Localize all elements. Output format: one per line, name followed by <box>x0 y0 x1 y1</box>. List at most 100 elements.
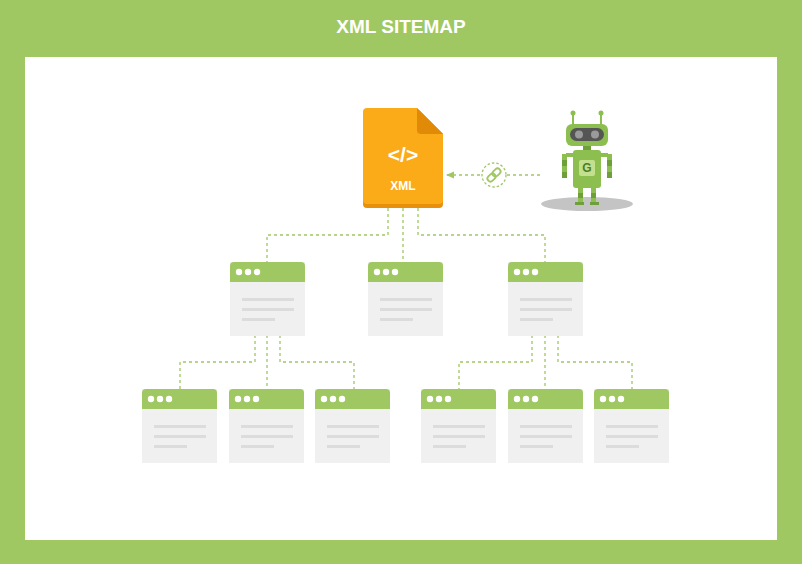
tree-line <box>459 335 532 389</box>
title: XML SITEMAP <box>0 16 802 38</box>
page-header <box>594 389 669 409</box>
tree-line <box>402 208 403 262</box>
robot-foot <box>590 202 599 205</box>
window-dot <box>392 269 398 275</box>
text-line <box>327 445 360 448</box>
window-dot <box>532 269 538 275</box>
window-dot <box>514 396 520 402</box>
text-line <box>520 445 553 448</box>
text-line <box>242 298 294 301</box>
chain-link <box>491 167 502 178</box>
white-panel <box>25 57 777 540</box>
text-line <box>520 425 572 428</box>
text-line <box>433 435 485 438</box>
robot-leg-segment <box>578 188 583 193</box>
robot-eye <box>591 131 599 139</box>
text-line <box>241 445 274 448</box>
tree-line <box>180 335 255 389</box>
text-line <box>241 425 293 428</box>
code-symbol: </> <box>363 144 443 165</box>
window-dot <box>374 269 380 275</box>
robot-body <box>573 150 601 188</box>
window-dot <box>148 396 154 402</box>
text-line <box>154 445 187 448</box>
page-header <box>229 389 304 409</box>
window-dot <box>609 396 615 402</box>
text-line <box>242 318 275 321</box>
window-dot <box>245 269 251 275</box>
page-body <box>142 389 217 463</box>
window-dot <box>235 396 241 402</box>
robot-arm-segment <box>607 166 612 172</box>
robot-head <box>566 124 608 146</box>
window-dot <box>427 396 433 402</box>
web-page <box>508 389 583 463</box>
window-dot <box>254 269 260 275</box>
text-line <box>380 298 432 301</box>
crawler-robot: G <box>540 110 634 212</box>
web-page <box>229 389 304 463</box>
robot-arm-segment <box>562 160 567 166</box>
window-dot <box>618 396 624 402</box>
window-dot <box>523 396 529 402</box>
tree-line <box>544 335 545 389</box>
web-page <box>368 262 443 336</box>
page-body <box>508 262 583 336</box>
antenna <box>572 114 574 125</box>
page-header <box>508 389 583 409</box>
window-dot <box>383 269 389 275</box>
window-dot <box>166 396 172 402</box>
robot-arm-segment <box>562 166 567 172</box>
web-page <box>315 389 390 463</box>
page-body <box>368 262 443 336</box>
text-line <box>380 308 432 311</box>
file-fold <box>417 108 443 134</box>
window-dot <box>445 396 451 402</box>
tree-line <box>266 335 267 389</box>
window-dot <box>532 396 538 402</box>
robot-shadow <box>541 197 633 211</box>
robot-arm-segment <box>607 160 612 166</box>
robot-arm-segment <box>607 172 612 178</box>
tree-lines <box>180 208 632 389</box>
page-body <box>229 389 304 463</box>
window-dot <box>339 396 345 402</box>
text-line <box>433 425 485 428</box>
window-dot <box>157 396 163 402</box>
robot-badge <box>579 160 595 176</box>
page-body <box>421 389 496 463</box>
window-dot <box>600 396 606 402</box>
xml-file: </> XML <box>363 108 443 208</box>
robot-arm-segment <box>562 172 567 178</box>
file-label: XML <box>363 180 443 192</box>
web-page <box>594 389 669 463</box>
antenna-ball <box>599 111 604 116</box>
robot-eye <box>575 131 583 139</box>
web-page <box>421 389 496 463</box>
window-dot <box>321 396 327 402</box>
text-line <box>380 318 413 321</box>
text-line <box>327 435 379 438</box>
robot-foot <box>575 202 584 205</box>
tree-line <box>267 208 388 262</box>
text-line <box>606 435 658 438</box>
text-line <box>520 298 572 301</box>
antenna <box>600 114 602 125</box>
tree-line <box>280 335 354 389</box>
text-line <box>520 435 572 438</box>
link-circle <box>482 163 506 187</box>
web-page <box>508 262 583 336</box>
text-line <box>154 435 206 438</box>
window-dot <box>253 396 259 402</box>
robot-logo: G <box>579 160 595 176</box>
robot-visor <box>570 128 604 141</box>
page-header <box>368 262 443 282</box>
text-line <box>520 308 572 311</box>
window-dot <box>514 269 520 275</box>
page-body <box>594 389 669 463</box>
text-line <box>520 318 553 321</box>
text-line <box>606 445 639 448</box>
